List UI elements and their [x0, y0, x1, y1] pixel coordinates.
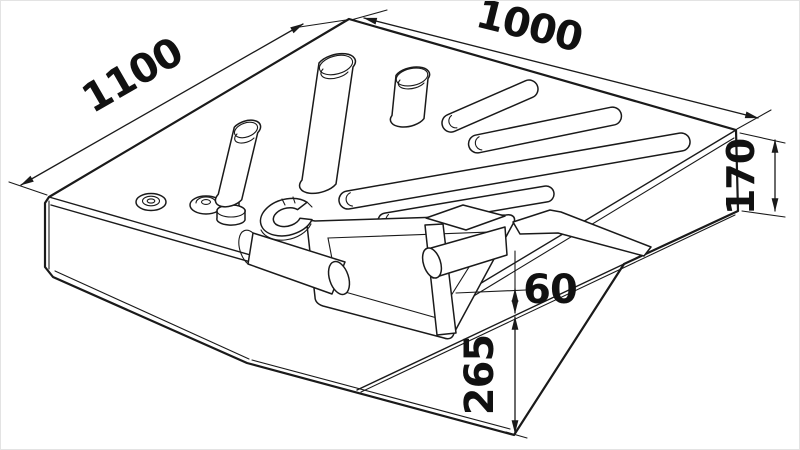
handle-assembly [238, 196, 652, 340]
witness-line [350, 9, 388, 21]
roller-pin-cap [421, 247, 443, 279]
cap-plug [135, 192, 167, 212]
slot [338, 132, 691, 210]
roller-pin-cap [327, 260, 351, 296]
witness-line [741, 210, 786, 218]
bottom-left-inner-edge [54, 270, 250, 360]
witness-line [736, 109, 772, 130]
witness-line [739, 132, 786, 144]
base-diagonal-edge [356, 263, 625, 391]
mount-strap [512, 209, 652, 257]
filler-tube-tall [298, 52, 357, 195]
witness-line [505, 431, 528, 439]
base-diagonal-inner [360, 214, 736, 393]
roller-pin [247, 232, 346, 295]
skirt-bottom-inner-edge [251, 359, 511, 430]
dimension-line-1100 [20, 23, 304, 186]
dimension-label-265: 265 [457, 335, 503, 416]
mount-flap [425, 204, 506, 231]
witness-line [292, 19, 347, 29]
top-front-right-edge [437, 129, 737, 310]
clamp-clip [259, 197, 313, 237]
dimension-label-1100: 1100 [75, 29, 191, 123]
filler-tube-short [389, 66, 431, 128]
dimension-label-1000: 1000 [472, 1, 587, 62]
dimension-line-1000 [363, 17, 759, 119]
dimension-label-60: 60 [523, 267, 577, 313]
dimension-label-170: 170 [719, 139, 763, 215]
cap-plugs [135, 192, 223, 215]
witness-line [8, 181, 48, 196]
